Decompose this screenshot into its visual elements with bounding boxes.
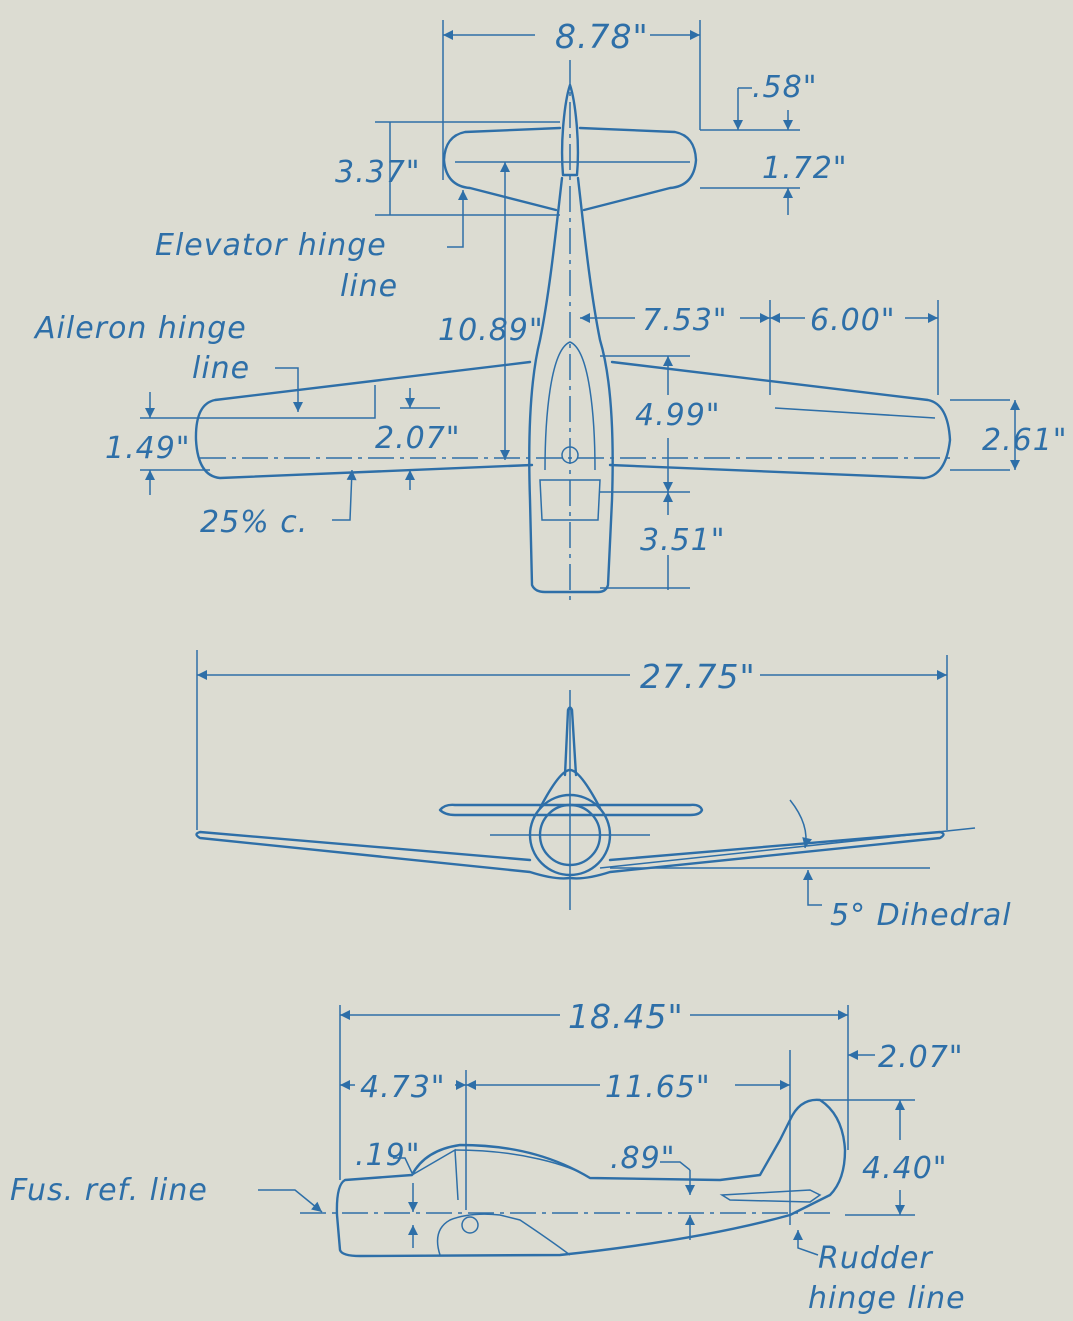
plan-wing-right xyxy=(608,360,952,480)
dim-length: 18.45" xyxy=(568,997,684,1036)
plan-view: 8.78" .58" 1.72" 3.37" 10.89" 7.53" 6.00… xyxy=(33,17,1068,605)
aileron-left xyxy=(210,385,376,419)
dim-tail-offset: .89" xyxy=(610,1141,676,1176)
front-fuselage-outer xyxy=(528,793,612,877)
dim-fin-height: 4.40" xyxy=(862,1151,948,1186)
dim-wing-offset-side: .19" xyxy=(355,1138,421,1173)
dim-tail-root-chord: 3.37" xyxy=(335,155,421,190)
plan-htail-right xyxy=(578,126,698,212)
dim-span: 27.75" xyxy=(640,657,756,696)
plan-htail-left xyxy=(442,126,562,212)
side-fuselage xyxy=(335,1098,847,1258)
dim-wing-ac-offset: 2.07" xyxy=(375,421,461,456)
front-htail xyxy=(438,803,704,817)
label-rudder-hinge-1: Rudder xyxy=(818,1241,933,1276)
label-aileron-hinge-1: Aileron hinge xyxy=(33,311,247,346)
aileron-right xyxy=(774,407,936,419)
dim-aileron-chord: 1.49" xyxy=(105,431,191,466)
dim-rudder-chord: 2.07" xyxy=(878,1040,964,1075)
cg-mark xyxy=(561,446,579,464)
front-fin xyxy=(563,706,578,777)
dim-tail-tip-offset: .58" xyxy=(752,70,818,105)
dim-wing-root-chord: 4.99" xyxy=(635,398,721,433)
front-wing-left xyxy=(195,830,572,880)
plan-fin xyxy=(560,83,580,177)
label-elevator-hinge-2: line xyxy=(340,269,398,304)
dim-aileron-span: 6.00" xyxy=(810,303,896,338)
front-wing-right xyxy=(568,830,945,880)
label-elevator-hinge-1: Elevator hinge xyxy=(155,228,387,263)
side-htail xyxy=(719,1189,822,1203)
plan-fuselage xyxy=(528,176,614,594)
dim-wing-tip-chord: 2.61" xyxy=(982,423,1068,458)
side-view: 18.45" 4.73" 11.65" 2.07" 4.40" .19" .89… xyxy=(10,997,966,1316)
side-cg-mark xyxy=(461,1216,479,1234)
label-dihedral: 5° Dihedral xyxy=(830,898,1012,933)
side-wing-root xyxy=(436,1213,571,1256)
dim-nose-to-cg: 4.73" xyxy=(360,1070,446,1105)
dim-cg-to-tail: 3.51" xyxy=(640,523,726,558)
dim-tail-to-wing: 10.89" xyxy=(438,313,544,348)
plan-wing-left xyxy=(194,360,534,480)
plan-cowl xyxy=(539,479,601,521)
dim-tail-tip-chord: 1.72" xyxy=(762,151,848,186)
label-rudder-hinge-2: hinge line xyxy=(808,1281,966,1316)
dim-cg-to-hinge: 11.65" xyxy=(605,1070,711,1105)
plan-canopy xyxy=(544,341,596,471)
label-fus-ref: Fus. ref. line xyxy=(10,1173,208,1208)
front-view: 27.75" 5° Dihedral xyxy=(195,650,1012,933)
label-aileron-hinge-2: line xyxy=(192,351,250,386)
dim-span-tail: 8.78" xyxy=(555,17,649,56)
label-quarter-chord: 25% c. xyxy=(200,505,308,540)
dim-wing-offset: 7.53" xyxy=(642,303,728,338)
